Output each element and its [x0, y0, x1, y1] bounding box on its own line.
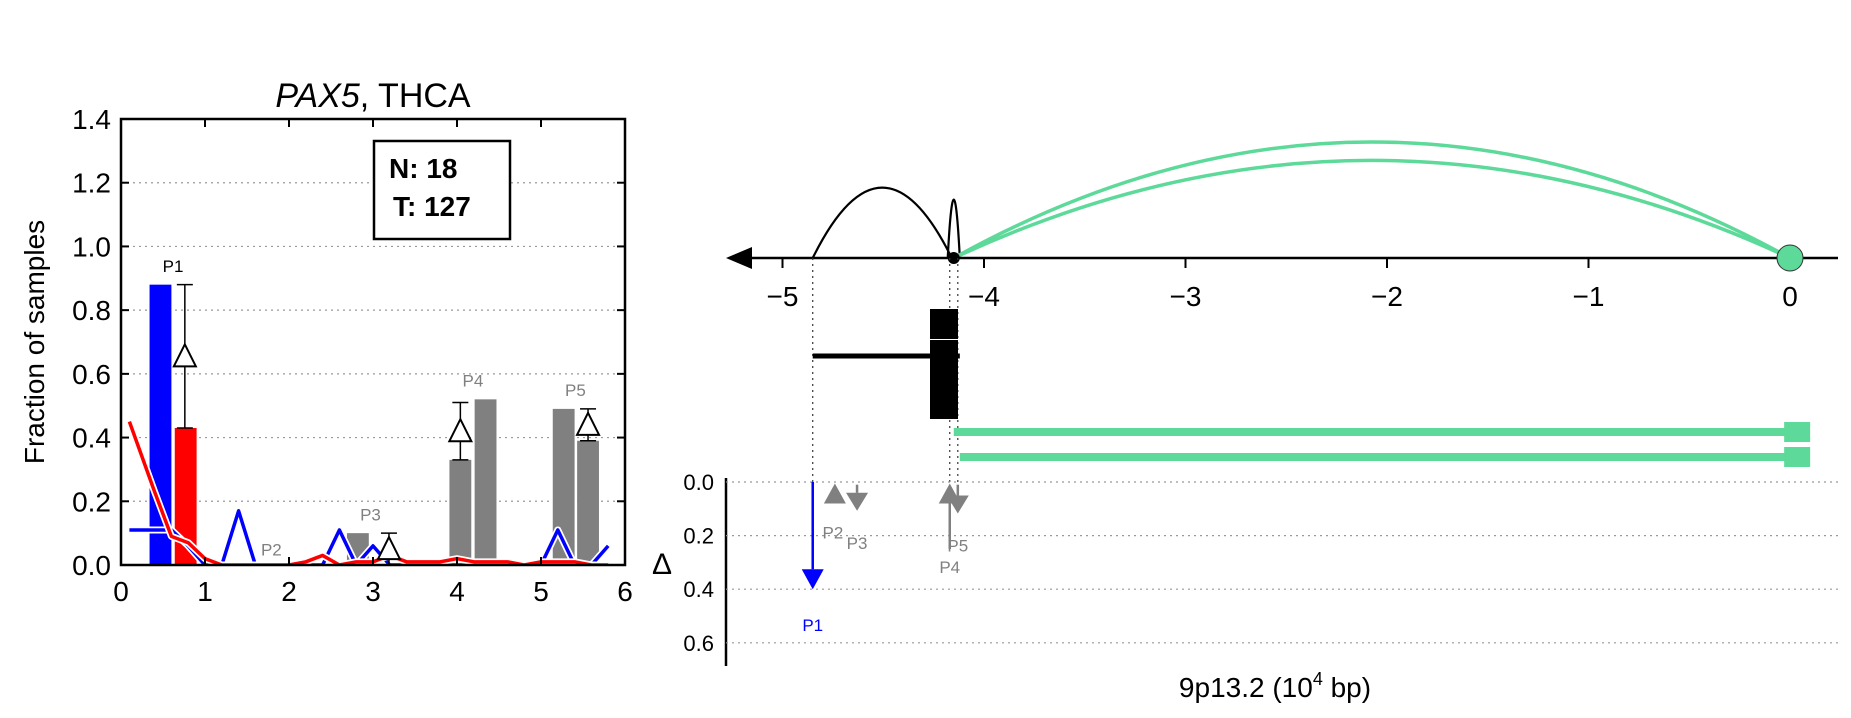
- arrow-down-icon: [846, 492, 869, 511]
- x-tick-label: 6: [617, 576, 633, 607]
- arrow-left-icon: [726, 247, 752, 269]
- genomic-tick-label: −1: [1573, 281, 1605, 312]
- exon-block: [1784, 447, 1811, 467]
- sample-count-legend: N: 18 T: 127: [372, 139, 512, 241]
- splice-arcs: [811, 140, 1791, 260]
- delta-tick-label: 0.2: [683, 524, 714, 549]
- delta-markers: [172, 283, 601, 566]
- x-tick-label: 4: [449, 576, 465, 607]
- genomic-tick-label: −5: [767, 281, 799, 312]
- bar: [577, 440, 599, 565]
- promoter-label: P1: [163, 257, 184, 276]
- bar-group: [149, 284, 599, 565]
- bar: [474, 399, 497, 565]
- genomic-axis: −5 −4 −3 −2 −1 0: [726, 244, 1838, 312]
- delta-triangle-icon: [447, 416, 473, 443]
- delta-triangle-icon: [575, 410, 601, 436]
- anchor-site-circle: [1776, 244, 1804, 272]
- exon-block: [930, 309, 958, 339]
- y-axis-label: Fraction of samples: [19, 220, 50, 464]
- delta-axis-label: Δ: [652, 548, 672, 581]
- y-tick-label: 0.2: [72, 486, 111, 517]
- exon-block: [930, 389, 958, 419]
- y-tick-label: 1.4: [72, 104, 111, 135]
- y-tick-label: 1.2: [72, 168, 111, 199]
- genomic-tick-label: −4: [968, 281, 1000, 312]
- x-tick-label: 5: [533, 576, 549, 607]
- x-tick-label: 1: [197, 576, 213, 607]
- delta-tick-label: 0.4: [683, 577, 714, 602]
- genomic-tick-label: −3: [1170, 281, 1202, 312]
- transcript-tracks: [812, 309, 1811, 467]
- delta-promoter-label: P2: [822, 523, 843, 542]
- genomic-tick-label: −2: [1371, 281, 1403, 312]
- splice-arc: [953, 158, 1791, 260]
- exon-block: [1784, 422, 1811, 442]
- delta-promoter-label: P5: [947, 537, 968, 556]
- promoter-label: P4: [463, 372, 484, 391]
- delta-promoter-label: P3: [847, 534, 868, 553]
- legend-box: [372, 139, 512, 241]
- genomic-x-axis-label: 9p13.2 (104 bp): [1179, 669, 1371, 703]
- arrow-up-icon: [823, 483, 846, 504]
- delta-triangle-icon: [172, 342, 198, 368]
- x-tick-label: 2: [281, 576, 297, 607]
- fraction-chart: PAX5, THCA Fraction of samples P1P2P3P4P…: [19, 77, 633, 607]
- tumor-count: T: 127: [393, 191, 471, 222]
- arrow-down-icon: [801, 569, 824, 590]
- splice-arc: [811, 186, 953, 259]
- y-tick-label: 0.8: [72, 295, 111, 326]
- x-tick-label: 0: [113, 576, 129, 607]
- promoter-label: P5: [565, 381, 586, 400]
- normal-count: N: 18: [389, 153, 457, 184]
- y-tick-label: 0.0: [72, 550, 111, 581]
- promoter-label: P2: [261, 540, 282, 559]
- promoter-label: P3: [360, 505, 381, 524]
- bar: [449, 459, 472, 565]
- delta-triangle-icon: [376, 534, 402, 561]
- promoter-site-dot: [947, 252, 960, 264]
- splice-arc: [946, 198, 961, 259]
- delta-promoter-label: P4: [939, 558, 960, 577]
- delta-promoter-label: P1: [802, 616, 823, 635]
- y-tick-label: 1.0: [72, 231, 111, 262]
- delta-tick-label: 0.6: [683, 631, 714, 656]
- bar: [552, 408, 575, 565]
- axis-ticks: 0.0 0.2 0.4 0.6 0.8 1.0 1.2 1.4 0 1 2 3 4 5 6: [72, 104, 633, 607]
- y-tick-label: 0.6: [72, 359, 111, 390]
- genomic-tick-label: 0: [1782, 281, 1798, 312]
- splice-arc: [952, 140, 1791, 260]
- arrow-down-icon: [946, 495, 969, 514]
- delta-tick-label: 0.0: [683, 470, 714, 495]
- bar: [174, 428, 197, 565]
- y-tick-label: 0.4: [72, 423, 111, 454]
- x-tick-label: 3: [365, 576, 381, 607]
- chart-title: PAX5, THCA: [275, 77, 471, 115]
